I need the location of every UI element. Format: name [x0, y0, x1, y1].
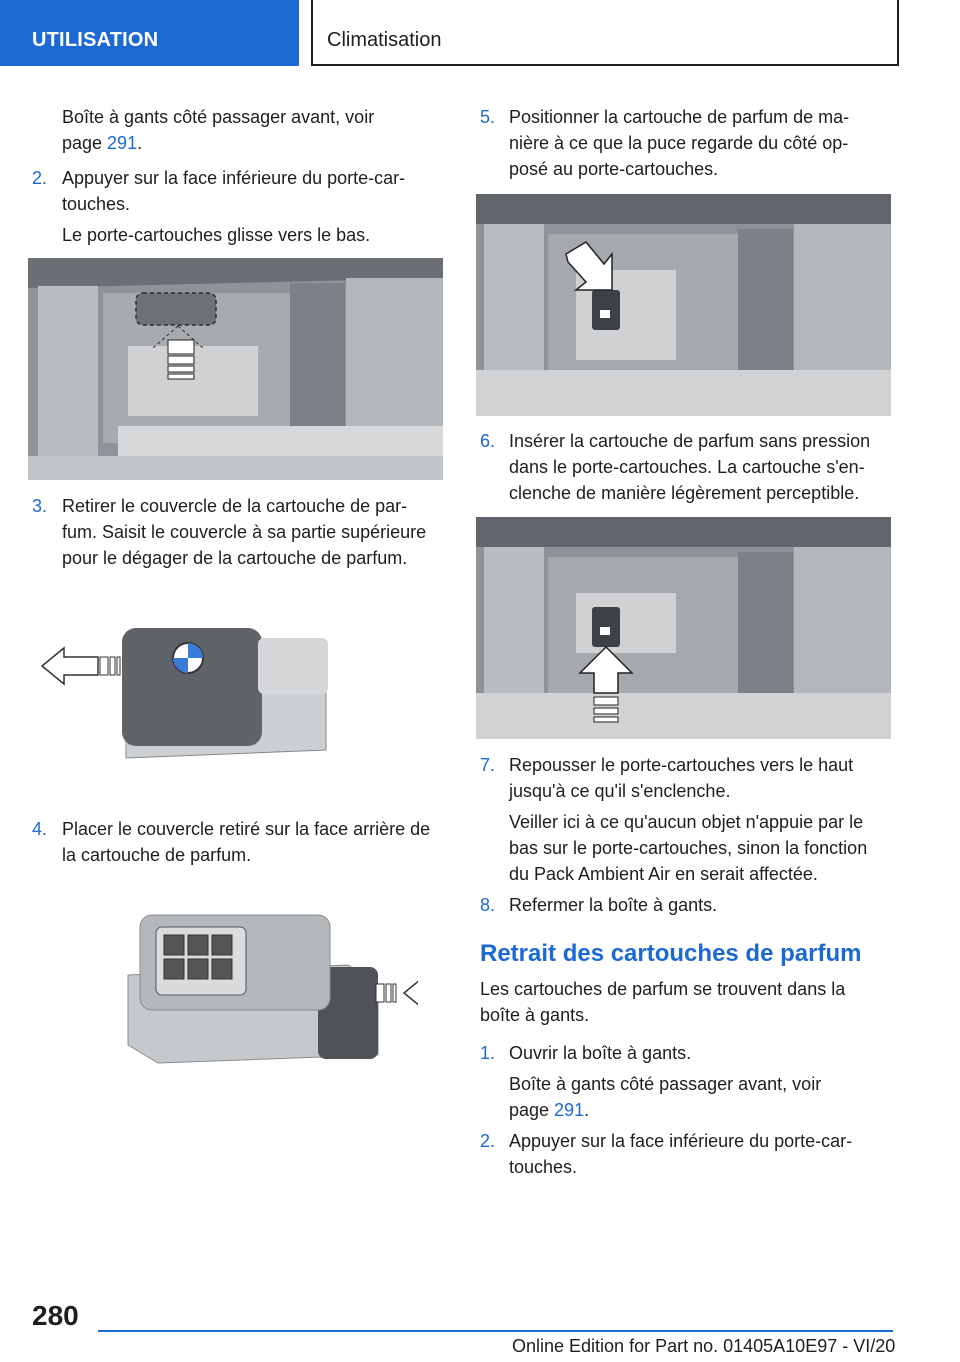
page-link[interactable]: 291	[107, 133, 138, 153]
step-text: Refermer la boîte à gants.	[509, 895, 718, 915]
section-heading: Retrait des cartouches de parfum	[480, 940, 862, 967]
cartridge-back-figure	[118, 905, 418, 1070]
step-text: Ouvrir la boîte à gants.	[509, 1043, 692, 1063]
step-note: Boîte à gants côté passager avant, voir	[509, 1074, 822, 1094]
step-number: 2.	[32, 168, 48, 188]
step-number: 8.	[480, 895, 496, 915]
step-text: Appuyer sur la face inférieure du porte-…	[62, 168, 406, 188]
page-ref-suffix: .	[584, 1100, 590, 1120]
step-text: pour le dégager de la cartouche de parfu…	[62, 548, 408, 568]
step-number: 2.	[480, 1131, 496, 1151]
cartridge-lid-figure	[36, 600, 356, 770]
step-number: 5.	[480, 107, 496, 127]
page-link[interactable]: 291	[554, 1100, 585, 1120]
footer-divider	[98, 1330, 893, 1332]
step-text: dans le porte-cartouches. La cartouche s…	[509, 457, 865, 477]
step-text: Retirer le couvercle de la cartouche de …	[62, 496, 408, 516]
page-ref-prefix: page	[62, 133, 108, 153]
step-text: clenche de manière légèrement perceptibl…	[509, 483, 860, 503]
step-text: nière à ce que la puce regarde du côté o…	[509, 133, 849, 153]
glovebox-figure-3	[476, 517, 891, 739]
glovebox-figure-1	[28, 258, 443, 480]
page-ref-suffix: .	[137, 133, 143, 153]
step-number: 1.	[480, 1043, 496, 1063]
intro-line: Boîte à gants côté passager avant, voir	[62, 107, 375, 127]
step-text: fum. Saisit le couvercle à sa partie sup…	[62, 522, 427, 542]
section-tab: UTILISATION	[0, 0, 299, 66]
step-page-ref: page 291.	[509, 1097, 589, 1123]
step-text: touches.	[509, 1157, 578, 1177]
step-text: jusqu'à ce qu'il s'enclenche.	[509, 781, 731, 801]
step-text: Insérer la cartouche de parfum sans pres…	[509, 431, 871, 451]
step-note: Le porte-cartouches glisse vers le bas.	[62, 225, 371, 245]
glovebox-figure-2	[476, 194, 891, 416]
page-number: 280	[32, 1300, 79, 1331]
intro-page-ref: page 291.	[62, 130, 142, 156]
step-text: Positionner la cartouche de parfum de ma…	[509, 107, 850, 127]
step-text: touches.	[62, 194, 131, 214]
step-text: Placer le couvercle retiré sur la face a…	[62, 819, 431, 839]
chapter-tab: Climatisation	[311, 0, 899, 66]
step-text: Appuyer sur la face inférieure du porte-…	[509, 1131, 853, 1151]
step-note: Veiller ici à ce qu'aucun objet n'appuie…	[509, 812, 864, 832]
step-number: 6.	[480, 431, 496, 451]
step-note: du Pack Ambient Air en serait affectée.	[509, 864, 818, 884]
paragraph-text: Les cartouches de parfum se trouvent dan…	[480, 979, 846, 999]
step-note: bas sur le porte-cartouches, sinon la fo…	[509, 838, 868, 858]
step-text: posé au porte-cartouches.	[509, 159, 719, 179]
paragraph-text: boîte à gants.	[480, 1005, 590, 1025]
step-number: 7.	[480, 755, 496, 775]
step-text: Repousser le porte-cartouches vers le ha…	[509, 755, 854, 775]
section-title: UTILISATION	[32, 29, 159, 51]
step-number: 4.	[32, 819, 48, 839]
step-number: 3.	[32, 496, 48, 516]
step-text: la cartouche de parfum.	[62, 845, 252, 865]
page-ref-prefix: page	[509, 1100, 555, 1120]
chapter-title: Climatisation	[327, 29, 442, 51]
edition-text: Online Edition for Part no. 01405A10E97 …	[512, 1336, 896, 1356]
